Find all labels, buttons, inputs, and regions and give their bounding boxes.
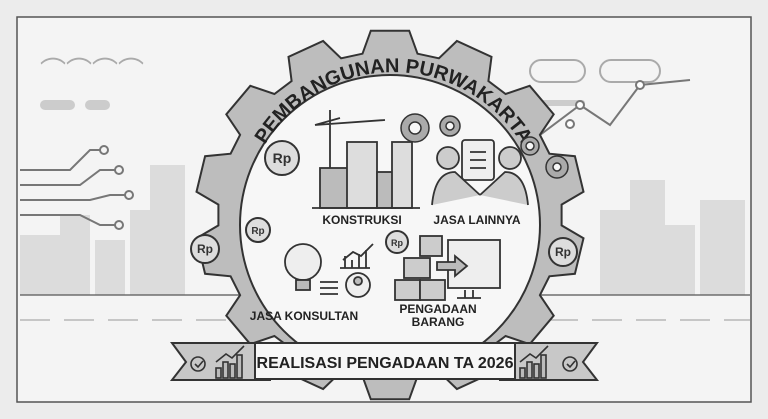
cog-icons <box>400 113 569 179</box>
city-skyline <box>20 165 745 295</box>
rupiah-coin-icon: Rp <box>548 237 578 267</box>
category-jasa-lainnya: JASA LAINNYA <box>433 213 520 227</box>
coin-icons: Rp Rp Rp Rp Rp <box>190 140 578 267</box>
trend-line-icon <box>539 79 691 136</box>
category-pengadaan-barang-line2: BARANG <box>412 315 465 329</box>
category-jasa-konsultan: JASA KONSULTAN <box>250 309 358 323</box>
svg-text:⌒⌒⌒⌒: ⌒⌒⌒⌒ <box>40 56 144 86</box>
svg-text:Rp: Rp <box>391 238 403 248</box>
rupiah-coin-icon: Rp <box>245 217 271 243</box>
svg-text:Rp: Rp <box>197 242 213 256</box>
goods-boxes-icon <box>394 235 501 301</box>
check-chart-icons <box>190 345 578 379</box>
handshake-clipboard-icon <box>431 139 529 206</box>
category-konstruksi: KONSTRUKSI <box>322 213 401 227</box>
banner-title: REALISASI PENGADAAN TA 2026 <box>257 355 514 372</box>
rupiah-coin-icon: Rp <box>190 234 220 264</box>
svg-text:Rp: Rp <box>251 226 264 237</box>
rupiah-coin-icon: Rp <box>385 230 409 254</box>
construction-icon <box>312 110 420 209</box>
svg-text:Rp: Rp <box>273 150 292 166</box>
rupiah-coin-icon: Rp <box>264 140 300 176</box>
ui-decoration: ⌒⌒⌒⌒ <box>40 56 661 110</box>
lightbulb-consultant-icon <box>284 243 374 298</box>
category-pengadaan-barang-line1: PENGADAAN <box>399 302 476 316</box>
circuit-icon <box>20 145 134 230</box>
svg-text:Rp: Rp <box>555 245 571 259</box>
